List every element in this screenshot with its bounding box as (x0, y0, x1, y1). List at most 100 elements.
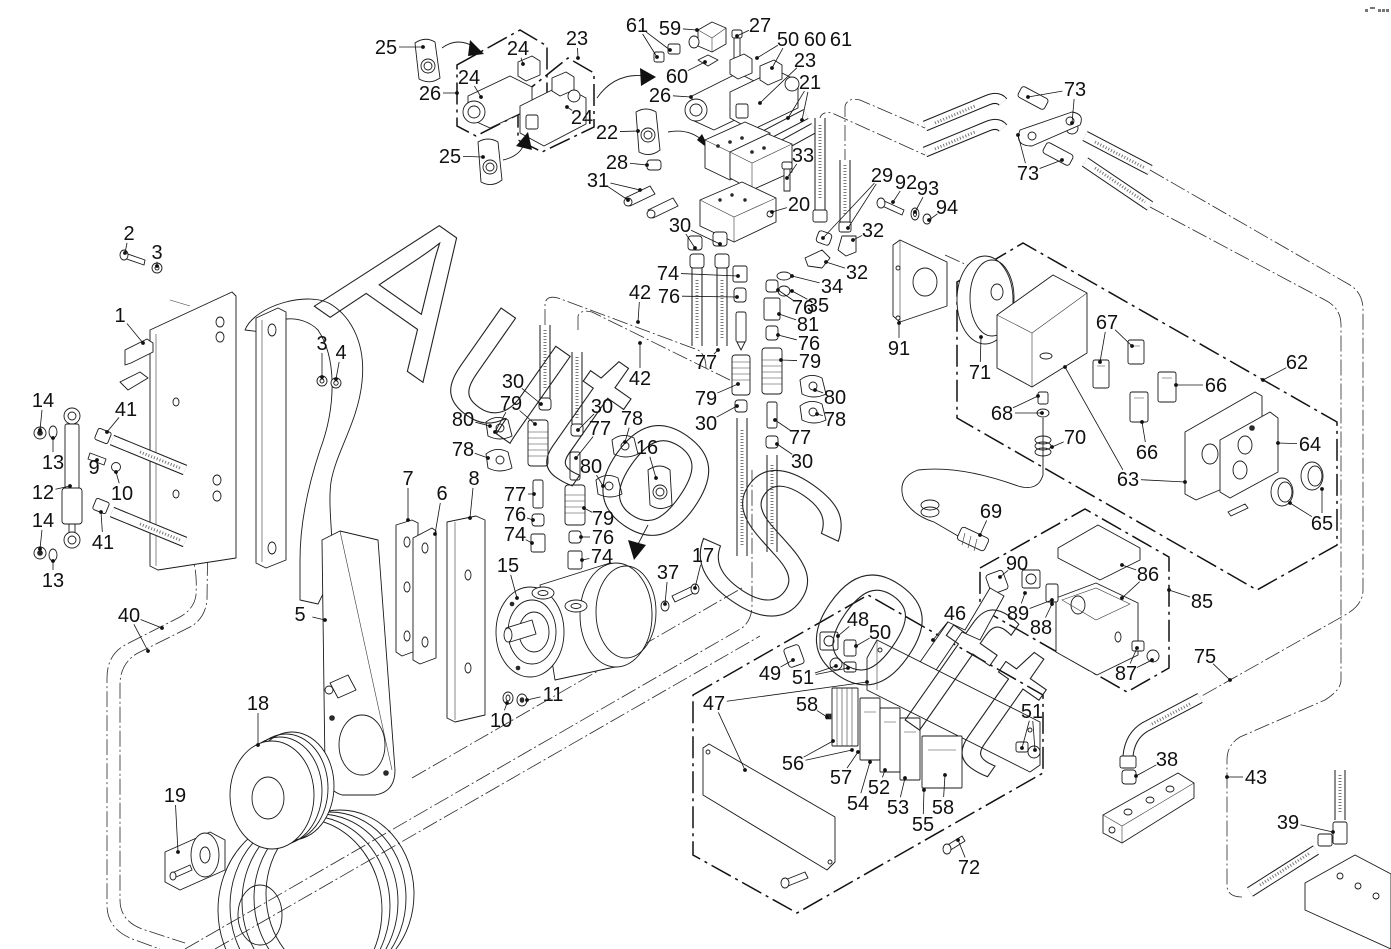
callout-label[interactable]: 16 (636, 437, 658, 459)
callout-label[interactable]: 47 (703, 693, 725, 715)
callout-label[interactable]: 67 (1096, 312, 1118, 334)
callout-label[interactable]: 62 (1286, 352, 1308, 374)
callout-label[interactable]: 54 (847, 793, 869, 815)
callout-label[interactable]: 78 (621, 408, 643, 430)
callout-label[interactable]: 2 (123, 223, 134, 245)
callout-label[interactable]: 68 (991, 403, 1013, 425)
callout-label[interactable]: 77 (589, 418, 611, 440)
callout-label[interactable]: 50 (869, 622, 891, 644)
callout-label[interactable]: 78 (452, 439, 474, 461)
callout-label[interactable]: 9 (88, 457, 99, 479)
callout-label[interactable]: 12 (32, 482, 54, 504)
callout-label[interactable]: 26 (649, 85, 671, 107)
callout-label[interactable]: 77 (504, 484, 526, 506)
callout-label[interactable]: 51 (1021, 701, 1043, 723)
callout-label[interactable]: 13 (42, 452, 64, 474)
callout-label[interactable]: 55 (912, 814, 934, 836)
callout-label[interactable]: 76 (592, 527, 614, 549)
callout-label[interactable]: 77 (695, 352, 717, 374)
callout-label[interactable]: 76 (504, 504, 526, 526)
callout-label[interactable]: 10 (111, 483, 133, 505)
callout-label[interactable]: 32 (846, 262, 868, 284)
callout-label[interactable]: 18 (247, 693, 269, 715)
callout-label[interactable]: 23 (794, 50, 816, 72)
callout-label[interactable]: 3 (316, 333, 327, 355)
callout-label[interactable]: 14 (32, 390, 54, 412)
callout-label[interactable]: 10 (490, 710, 512, 732)
callout-label[interactable]: 5 (294, 604, 305, 626)
callout-label[interactable]: 60 (804, 29, 826, 51)
callout-label[interactable]: 81 (797, 314, 819, 336)
callout-label[interactable]: 80 (824, 387, 846, 409)
callout-label[interactable]: 42 (629, 282, 651, 304)
callout-label[interactable]: 48 (847, 609, 869, 631)
callout-label[interactable]: 61 (830, 29, 852, 51)
callout-label[interactable]: 66 (1136, 442, 1158, 464)
callout-label[interactable]: 53 (887, 797, 909, 819)
callout-label[interactable]: 29 (871, 165, 893, 187)
callout-label[interactable]: 43 (1245, 767, 1267, 789)
callout-label[interactable]: 80 (580, 456, 602, 478)
callout-label[interactable]: 74 (504, 524, 526, 546)
callout-label[interactable]: 79 (592, 508, 614, 530)
callout-label[interactable]: 64 (1299, 434, 1321, 456)
callout-label[interactable]: 52 (868, 777, 890, 799)
callout-label[interactable]: 26 (419, 83, 441, 105)
callout-label[interactable]: 15 (497, 555, 519, 577)
callout-label[interactable]: 58 (796, 694, 818, 716)
callout-label[interactable]: 78 (824, 409, 846, 431)
callout-label[interactable]: 76 (798, 333, 820, 355)
callout-label[interactable]: 7 (402, 468, 413, 490)
callout-label[interactable]: 87 (1115, 663, 1137, 685)
callout-label[interactable]: 28 (606, 152, 628, 174)
callout-label[interactable]: 74 (657, 263, 679, 285)
callout-label[interactable]: 80 (452, 409, 474, 431)
callout-label[interactable]: 60 (666, 66, 688, 88)
callout-label[interactable]: 1 (114, 305, 125, 327)
callout-label[interactable]: 70 (1064, 427, 1086, 449)
callout-label[interactable]: 8 (468, 468, 479, 490)
callout-label[interactable]: 23 (566, 28, 588, 50)
callout-label[interactable]: 90 (1006, 553, 1028, 575)
callout-label[interactable]: 24 (458, 67, 480, 89)
callout-label[interactable]: 49 (759, 663, 781, 685)
callout-label[interactable]: 20 (788, 194, 810, 216)
callout-label[interactable]: 27 (749, 15, 771, 37)
callout-label[interactable]: 66 (1205, 375, 1227, 397)
callout-label[interactable]: 85 (1191, 591, 1213, 613)
callout-label[interactable]: 56 (782, 753, 804, 775)
callout-label[interactable]: 13 (42, 570, 64, 592)
callout-label[interactable]: 73 (1064, 79, 1086, 101)
callout-label[interactable]: 74 (591, 546, 613, 568)
callout-label[interactable]: 40 (118, 605, 140, 627)
callout-label[interactable]: 42 (629, 368, 651, 390)
callout-label[interactable]: 22 (596, 122, 618, 144)
callout-label[interactable]: 94 (936, 197, 958, 219)
callout-label[interactable]: 4 (335, 342, 346, 364)
callout-label[interactable]: 6 (436, 483, 447, 505)
callout-label[interactable]: 24 (571, 107, 593, 129)
callout-label[interactable]: 71 (969, 362, 991, 384)
callout-label[interactable]: 30 (695, 413, 717, 435)
callout-label[interactable]: 92 (895, 172, 917, 194)
callout-label[interactable]: 34 (821, 276, 843, 298)
callout-label[interactable]: 91 (888, 338, 910, 360)
callout-label[interactable]: 93 (917, 178, 939, 200)
callout-label[interactable]: 72 (958, 857, 980, 879)
callout-label[interactable]: 25 (375, 37, 397, 59)
callout-label[interactable]: 51 (792, 667, 814, 689)
callout-label[interactable]: 11 (543, 684, 564, 706)
callout-label[interactable]: 69 (980, 501, 1002, 523)
callout-label[interactable]: 46 (944, 603, 966, 625)
callout-label[interactable]: 30 (502, 371, 524, 393)
callout-label[interactable]: 77 (789, 427, 811, 449)
callout-label[interactable]: 41 (92, 532, 114, 554)
callout-label[interactable]: 32 (862, 220, 884, 242)
callout-label[interactable]: 24 (507, 38, 529, 60)
callout-label[interactable]: 76 (792, 297, 814, 319)
callout-label[interactable]: 57 (830, 767, 852, 789)
callout-label[interactable]: 30 (791, 451, 813, 473)
callout-label[interactable]: 25 (439, 146, 461, 168)
callout-label[interactable]: 61 (626, 15, 648, 37)
callout-label[interactable]: 88 (1030, 617, 1052, 639)
